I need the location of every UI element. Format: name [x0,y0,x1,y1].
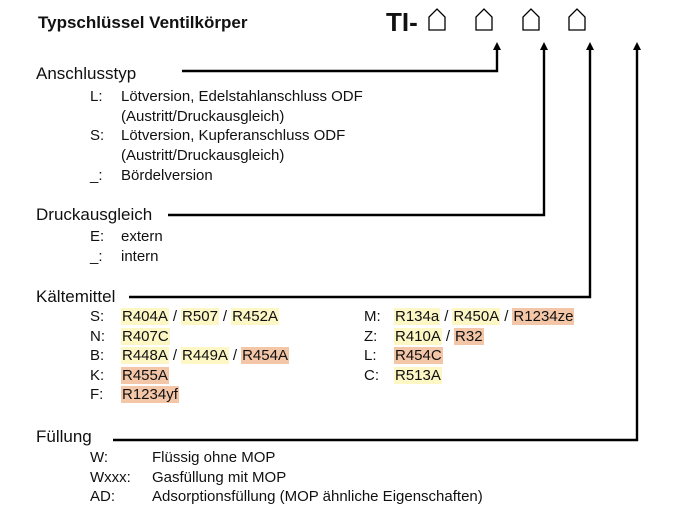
refrigerant-r134a: R134a [394,308,441,325]
refrigerant-r455a: R455A [121,366,169,384]
refrigerant-r452a: R452A [231,308,279,325]
refrigerant-separator: / [172,308,178,325]
refrigerant-left-key: S: [90,308,105,325]
anschlusstyp-text-blank: Bördelversion [121,167,213,184]
refrigerant-separator: / [504,308,509,325]
refrigerant-r448a: R448A [121,347,169,365]
refrigerant-separator: / [172,347,178,365]
refrigerant-r507: R507 [181,308,219,325]
anschlusstyp-key-blank: _: [90,167,103,184]
refrigerant-right-row: R410A/R32 [394,327,484,347]
refrigerant-r1234yf: R1234yf [121,386,179,404]
refrigerant-left-row: R1234yf [121,385,179,405]
refrigerant-r1234ze: R1234ze [512,308,575,325]
refrigerant-right-key: L: [364,347,377,365]
heading-fuellung: Füllung [36,427,92,446]
fuellung-text-wxxx: Gasfüllung mit MOP [152,469,287,486]
refrigerant-r404a: R404A [121,308,169,325]
refrigerant-r410a: R410A [394,327,442,345]
refrigerant-left-row: R448A/R449A/R454A [121,346,289,366]
refrigerant-separator: / [444,308,449,325]
anschlusstyp-text-l-sub: (Austritt/Druckausgleich) [121,108,285,125]
refrigerant-r449a: R449A [181,347,229,365]
refrigerant-right-key: M: [364,308,381,325]
fuellung-key-ad: AD: [90,488,116,505]
fuellung-text-w: Flüssig ohne MOP [152,449,276,466]
refrigerant-left-key: B: [90,347,105,365]
refrigerant-right-key: C: [364,366,379,384]
druckausgleich-key-blank: _: [90,248,103,265]
refrigerant-separator: / [222,308,228,325]
refrigerant-r407c: R407C [121,327,170,345]
heading-anschlusstyp: Anschlusstyp [36,64,137,83]
heading-kaeltemittel: Kältemittel [36,287,116,306]
code-position-1-icon [428,8,446,31]
refrigerant-left-row: R404A/R507/R452A [121,307,279,327]
type-code-prefix: TI- [386,7,418,37]
refrigerant-r454a: R454A [241,347,289,365]
refrigerant-separator: / [232,347,238,365]
fuellung-text-ad: Adsorptionsfüllung (MOP ähnliche Eigensc… [152,488,483,505]
refrigerant-right-row: R454C [394,346,443,366]
refrigerant-right-row: R134a/R450A/R1234ze [394,307,575,327]
code-position-4-icon [568,8,586,31]
refrigerant-left-key: N: [90,327,105,345]
druckausgleich-text-e: extern [121,228,163,245]
page-title: Typschlüssel Ventilkörper [38,13,248,32]
code-position-2-icon [475,8,493,31]
code-position-3-icon [522,8,540,31]
refrigerant-r513a: R513A [394,366,442,384]
refrigerant-right-key: Z: [364,327,378,345]
anschlusstyp-text-s-sub: (Austritt/Druckausgleich) [121,147,285,164]
connector-fuellung [113,42,641,442]
fuellung-key-wxxx: Wxxx: [90,469,131,486]
connector-anschlusstyp [182,42,501,73]
refrigerant-left-key: K: [90,366,105,384]
anschlusstyp-text-s: Lötversion, Kupferanschluss ODF [121,127,346,144]
heading-druckausgleich: Druckausgleich [36,205,153,224]
druckausgleich-key-e: E: [90,228,105,245]
anschlusstyp-key-s: S: [90,127,105,144]
refrigerant-left-key: F: [90,386,104,404]
connector-kaeltemittel [129,42,594,299]
refrigerant-r32: R32 [454,327,484,345]
refrigerant-r454c: R454C [394,347,443,365]
refrigerant-separator: / [445,327,451,345]
anschlusstyp-key-l: L: [90,88,103,105]
refrigerant-r450a: R450A [452,308,501,325]
anschlusstyp-text-l: Lötversion, Edelstahlanschluss ODF [121,88,363,105]
connector-druckausgleich [168,42,548,217]
refrigerant-left-row: R407C [121,327,170,347]
refrigerant-left-row: R455A [121,366,169,386]
druckausgleich-text-blank: intern [121,248,159,265]
fuellung-key-w: W: [90,449,109,466]
refrigerant-right-row: R513A [394,366,442,386]
